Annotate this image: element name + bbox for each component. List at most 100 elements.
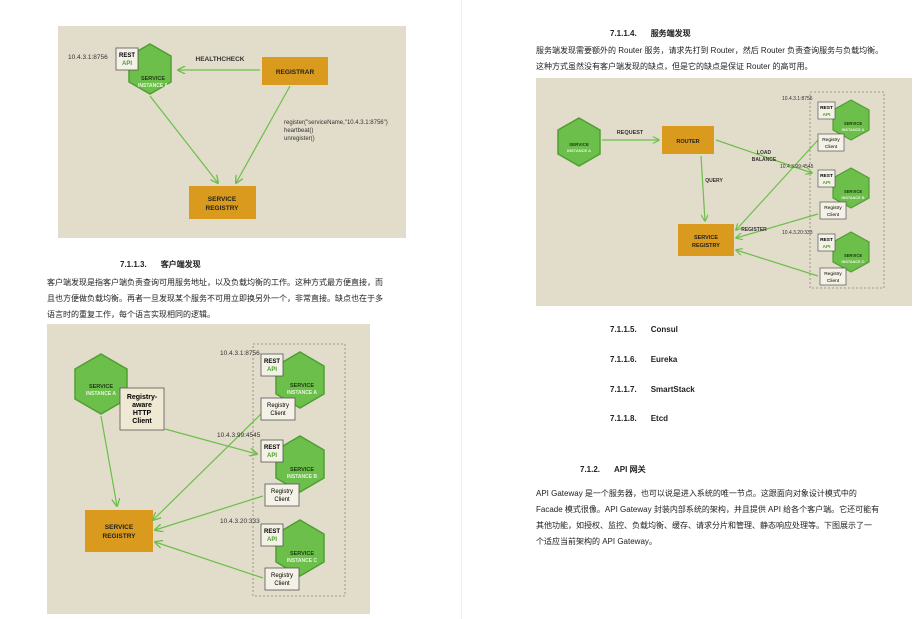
section-heading-server-discovery: 7.1.1.4.服务端发现 bbox=[610, 28, 691, 39]
section-title: API 网关 bbox=[614, 465, 646, 474]
instance-c-hexagon bbox=[832, 231, 870, 273]
section-number: 7.1.2. bbox=[580, 465, 601, 474]
instance-a-rc-1: Registry bbox=[822, 137, 840, 143]
registry-aware-client-box bbox=[119, 387, 165, 431]
paragraph-server-discovery: 服务端发现需要额外的 Router 服务，请求先打到 Router，然后 Rou… bbox=[536, 43, 916, 75]
registrar-box bbox=[262, 57, 328, 85]
instance-a-label: INSTANCE A bbox=[287, 390, 317, 396]
instance-a-rest-box bbox=[817, 101, 836, 120]
paragraph-line: 且也方便做负载均衡。再者一旦发现某个服务不可用立即换另外一个，非常直接。缺点也在… bbox=[47, 294, 383, 303]
instance-a-rest: REST bbox=[820, 105, 833, 111]
instance-a-rc-2: Client bbox=[825, 144, 838, 150]
registry-label-2: REGISTRY bbox=[206, 205, 240, 212]
section-number: 7.1.1.3. bbox=[120, 260, 147, 269]
instance-b-ip: 10.4.3.99:4545 bbox=[217, 432, 261, 439]
client-to-registry-arrow bbox=[100, 415, 117, 506]
instance-a-to-registry-arrow bbox=[153, 413, 262, 520]
call-heartbeat: heartbeat() bbox=[284, 128, 313, 134]
instance-a-registry-client bbox=[260, 397, 296, 421]
instance-b-rc-1: Registry bbox=[824, 205, 842, 211]
figure-registrar-svg: 10.4.3.1:8756 REST API SERVICE INSTANCE … bbox=[68, 43, 388, 219]
registry-label-1: SERVICE bbox=[208, 196, 237, 203]
ip-label: 10.4.3.1:8756 bbox=[68, 54, 108, 61]
instance-c-ip: 10.4.3.20:333 bbox=[782, 230, 813, 236]
instance-a-rest-box bbox=[260, 353, 284, 377]
section-title: Eureka bbox=[650, 355, 678, 364]
register-arrow bbox=[236, 85, 291, 183]
caller-service-hexagon bbox=[557, 117, 601, 167]
query-label: QUERY bbox=[705, 178, 723, 184]
paragraph-line: Facade 模式很像。API Gateway 封装内部系统的架构，并且提供 A… bbox=[536, 505, 880, 514]
call-unregister: unregister() bbox=[284, 136, 315, 142]
instance-a-ip: 10.4.3.1:8756 bbox=[220, 350, 260, 357]
registry-label-2: REGISTRY bbox=[692, 243, 720, 249]
instance-b-rest-box bbox=[817, 169, 836, 188]
paragraph-line: 服务端发现需要额外的 Router 服务，请求先打到 Router，然后 Rou… bbox=[536, 46, 884, 55]
instance-b-service: SERVICE bbox=[844, 189, 863, 194]
registry-label-1: SERVICE bbox=[694, 235, 718, 241]
instance-a-service: SERVICE bbox=[290, 383, 314, 389]
instance-c-label: INSTANCE C bbox=[287, 558, 318, 564]
instance-a-api: API bbox=[267, 367, 277, 373]
section-heading-client-discovery: 7.1.1.3. 客户端发现 bbox=[120, 259, 201, 270]
instance-c-registry-client bbox=[264, 567, 300, 591]
instance-b-rc-2: Client bbox=[274, 497, 290, 503]
rest-label: REST bbox=[119, 53, 135, 59]
paragraph-line: 个适应当前架构的 API Gateway。 bbox=[536, 537, 657, 546]
load-balance-label-2: BALANCE bbox=[752, 157, 777, 163]
client-to-instance-b-arrow bbox=[164, 428, 257, 454]
instance-b-rc-2: Client bbox=[827, 212, 840, 218]
instance-a-rc-1: Registry bbox=[267, 403, 289, 409]
paragraph-client-discovery: 客户端发现是指客户端负责查询可用服务地址，以及负载均衡的工作。这种方式最方便直接… bbox=[47, 275, 447, 323]
client-label-4: Client bbox=[132, 418, 152, 425]
section-number: 7.1.1.7. bbox=[610, 385, 637, 394]
caller-instance-label: INSTANCE A bbox=[567, 148, 591, 153]
instance-c-rest-box bbox=[817, 233, 836, 252]
instance-b-rest: REST bbox=[820, 173, 833, 179]
client-service-hexagon bbox=[74, 353, 128, 415]
instance-c-rest: REST bbox=[264, 529, 280, 535]
paragraph-line: 客户端发现是指客户端负责查询可用服务地址，以及负载均衡的工作。这种方式最方便直接… bbox=[47, 278, 383, 287]
paragraph-api-gateway: API Gateway 是一个服务器，也可以说是进入系统的唯一节点。这跟面向对象… bbox=[536, 486, 916, 550]
instance-b-rc-1: Registry bbox=[271, 489, 293, 495]
page-divider bbox=[461, 0, 462, 619]
instance-b-ip: 10.4.3.99:4545 bbox=[780, 164, 814, 170]
section-heading-etcd: 7.1.1.8. Etcd bbox=[610, 414, 668, 423]
query-arrow bbox=[700, 155, 705, 221]
instance-c-ip: 10.4.3.20:333 bbox=[220, 518, 260, 525]
instance-c-rc-2: Client bbox=[827, 278, 840, 284]
instance-c-rc-1: Registry bbox=[271, 573, 293, 579]
instances-group-border bbox=[809, 91, 885, 289]
instance-a-api: API bbox=[823, 112, 832, 118]
paragraph-line: 这种方式虽然没有客户端发现的缺点，但是它的缺点是保证 Router 的高可用。 bbox=[536, 62, 813, 71]
service-registry-box bbox=[678, 224, 734, 256]
section-number: 7.1.1.8. bbox=[610, 414, 637, 423]
instance-b-registry-client bbox=[264, 483, 300, 507]
instance-c-registry-client bbox=[819, 267, 847, 286]
service-label: SERVICE bbox=[141, 76, 165, 82]
section-number: 7.1.1.4. bbox=[610, 29, 637, 38]
instance-b-api: API bbox=[267, 453, 277, 459]
instance-c-rc-1: Registry bbox=[824, 271, 842, 277]
instance-c-rc-2: Client bbox=[274, 581, 290, 587]
instance-a-register-arrow bbox=[736, 139, 819, 230]
instance-c-rest-box bbox=[260, 523, 284, 547]
figure-server-discovery-svg: SERVICE INSTANCE A REQUEST ROUTER LOAD B… bbox=[557, 91, 885, 289]
instance-c-service: SERVICE bbox=[844, 253, 863, 258]
instance-c-service: SERVICE bbox=[290, 551, 314, 557]
paragraph-line: 语言时的重复工作，每个语言实现相同的逻辑。 bbox=[47, 310, 215, 319]
client-label-1: Registry- bbox=[127, 394, 158, 401]
service-registry-box bbox=[85, 510, 153, 552]
instance-c-rest: REST bbox=[820, 237, 833, 243]
figure-client-discovery: SERVICE INSTANCE A Registry- aware HTTP … bbox=[47, 324, 370, 614]
instance-a-label: INSTANCE A bbox=[842, 128, 865, 132]
caller-service-label: SERVICE bbox=[569, 142, 589, 147]
instance-a-rest: REST bbox=[264, 359, 280, 365]
section-heading-consul: 7.1.1.5.Consul bbox=[610, 325, 678, 334]
call-register: register("serviceName,"10.4.3.1:8756") bbox=[284, 120, 388, 126]
section-title: 客户端发现 bbox=[160, 260, 201, 269]
healthcheck-label: HEALTHCHECK bbox=[196, 56, 245, 63]
section-title: Etcd bbox=[650, 414, 669, 423]
section-heading-eureka: 7.1.1.6.Eureka bbox=[610, 355, 677, 364]
service-to-registry-arrow bbox=[149, 95, 218, 183]
